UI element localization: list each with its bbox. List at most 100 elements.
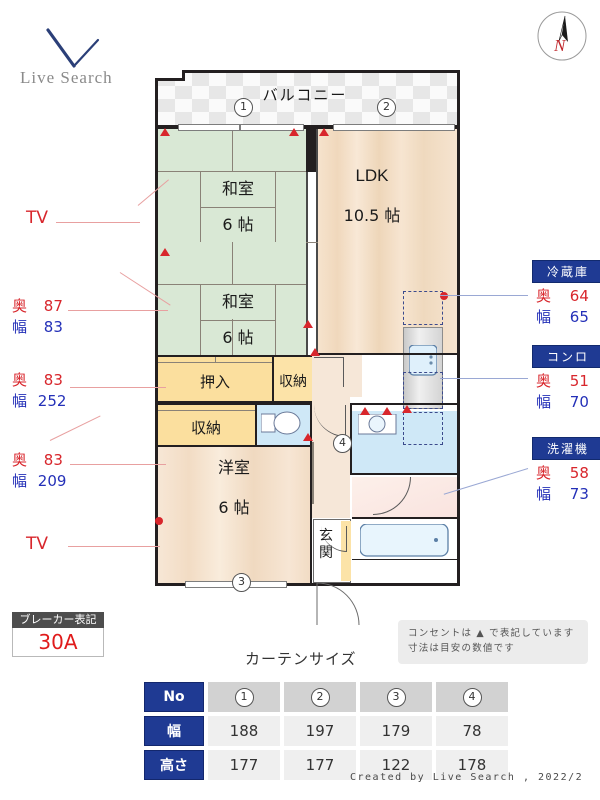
compass-north-label: N: [554, 36, 566, 55]
window-1: [178, 124, 240, 131]
fridge-width-label: 幅: [536, 308, 552, 326]
table-row-height: 高さ 177 177 122 178: [144, 750, 508, 780]
curtain-marker-1: 1: [234, 687, 254, 707]
logo-checkmark-icon: [46, 28, 100, 68]
breaker-title: ブレーカー表記: [12, 612, 104, 628]
refrigerator-space: [403, 291, 443, 325]
tv-label-top: TV: [26, 208, 49, 228]
width-label-1: 幅: [12, 318, 28, 336]
stove-dimensions: 奥 51 幅 70: [536, 371, 589, 413]
curtain-col-1: 1: [208, 682, 280, 712]
bathtub-icon: [360, 524, 449, 557]
ldk-area: [318, 129, 457, 353]
curtain-width-3: 179: [360, 716, 432, 746]
washing-machine-space: [403, 412, 443, 445]
balcony-label: バルコニー: [262, 86, 348, 104]
window-marker-1: 1: [234, 98, 253, 117]
hallway-door-1: [314, 357, 344, 387]
depth-label-2: 奥: [12, 371, 28, 389]
washer-depth-value: 58: [569, 464, 589, 482]
leader-line-dim-2: [70, 387, 166, 388]
window-marker-4: 4: [333, 434, 352, 453]
fridge-width-value: 65: [569, 308, 589, 326]
balcony-area: [155, 70, 460, 128]
window-marker-2: 2: [377, 98, 396, 117]
table-row-header: No 1 2 3 4: [144, 682, 508, 712]
floor-plan: バルコニー 和室 6 帖 和室 6 帖 LDK 10.5 帖 洋室 6 帖 押入…: [155, 62, 460, 626]
breaker-value: 30A: [12, 628, 104, 657]
stove-space: [403, 372, 443, 409]
curtain-size-table: No 1 2 3 4 幅 188 197 179 78 高さ 177 177 1…: [140, 678, 512, 784]
stove-depth-value: 51: [569, 372, 589, 390]
fridge-depth-value: 64: [569, 287, 589, 305]
window-2: [333, 124, 455, 131]
depth-label-1: 奥: [12, 297, 28, 315]
leader-line-dim-1: [68, 310, 168, 311]
front-door-icon: [316, 583, 360, 626]
row-header-width: 幅: [144, 716, 204, 746]
depth-value-2: 83: [43, 371, 63, 389]
curtain-height-3: 122: [360, 750, 432, 780]
dimension-callout-3: 奥 83 幅 209: [12, 450, 66, 492]
yoshitsu-label: 洋室: [217, 458, 250, 477]
width-label-2: 幅: [12, 392, 28, 410]
curtain-marker-4: 4: [462, 687, 482, 707]
vanity-sink-icon: [358, 414, 397, 435]
outlet-dot-1: [155, 517, 163, 525]
refrigerator-dimensions: 奥 64 幅 65: [536, 286, 589, 328]
dimension-callout-1: 奥 87 幅 83: [12, 296, 63, 338]
curtain-height-2: 177: [284, 750, 356, 780]
washitsu-2-size: 6 帖: [222, 328, 254, 347]
dimension-callout-2: 奥 83 幅 252: [12, 370, 66, 412]
curtain-width-2: 197: [284, 716, 356, 746]
curtain-marker-3: 3: [386, 687, 406, 707]
curtain-col-2: 2: [284, 682, 356, 712]
curtain-col-3: 3: [360, 682, 432, 712]
ldk-label: LDK: [355, 166, 389, 185]
width-value-2: 252: [37, 392, 67, 410]
outlet-icon-7: [303, 433, 313, 441]
outlet-icon-1: [160, 128, 170, 136]
stove-depth-label: 奥: [536, 372, 552, 390]
curtain-height-4: 178: [436, 750, 508, 780]
outlet-icon-10: [402, 405, 412, 413]
washitsu-1-size: 6 帖: [222, 215, 254, 234]
balcony-notch-left: [155, 70, 183, 80]
oshiire-label: 押入: [199, 373, 230, 391]
outlet-icon-9: [382, 407, 392, 415]
washer-title: 洗濯機: [532, 437, 600, 460]
curtain-size-title: カーテンサイズ: [245, 650, 357, 668]
legend-notes: コンセントは ▲ で表記しています 寸法は目安の数値です: [398, 620, 588, 664]
width-value-1: 83: [43, 318, 63, 336]
outlet-icon-4: [160, 248, 170, 256]
ldk-size: 10.5 帖: [343, 206, 401, 225]
leader-line-stove: [440, 378, 528, 379]
washer-dimensions: 奥 58 幅 73: [536, 463, 589, 505]
leader-line-tv-top: [56, 222, 140, 223]
washer-width-value: 73: [569, 485, 589, 503]
toilet-icon: [261, 411, 301, 435]
yoshitsu-size: 6 帖: [218, 498, 250, 517]
leader-line-fridge: [440, 295, 528, 296]
note-dimension-approx: 寸法は目安の数値です: [408, 643, 516, 654]
leader-line-tv-bottom: [68, 546, 160, 547]
washitsu-1-label: 和室: [221, 179, 254, 198]
outlet-icon-6: [310, 348, 320, 356]
unit-outline: [155, 126, 460, 586]
leader-line-dim-3b: [49, 415, 101, 441]
stove-title: コンロ: [532, 345, 600, 368]
washer-width-label: 幅: [536, 485, 552, 503]
shuno-top-label: 収納: [279, 374, 307, 390]
row-header-height: 高さ: [144, 750, 204, 780]
width-value-3: 209: [37, 472, 67, 490]
compass-rose: N: [534, 8, 590, 64]
depth-value-1: 87: [43, 297, 63, 315]
note-outlet-symbol: コンセントは ▲ で表記しています: [408, 628, 575, 639]
depth-value-3: 83: [43, 451, 63, 469]
curtain-marker-2: 2: [310, 687, 330, 707]
dressing-area: [352, 477, 457, 517]
curtain-col-4: 4: [436, 682, 508, 712]
refrigerator-title: 冷蔵庫: [532, 260, 600, 283]
outlet-icon-2: [289, 128, 299, 136]
leader-line-dim-3: [70, 464, 166, 465]
